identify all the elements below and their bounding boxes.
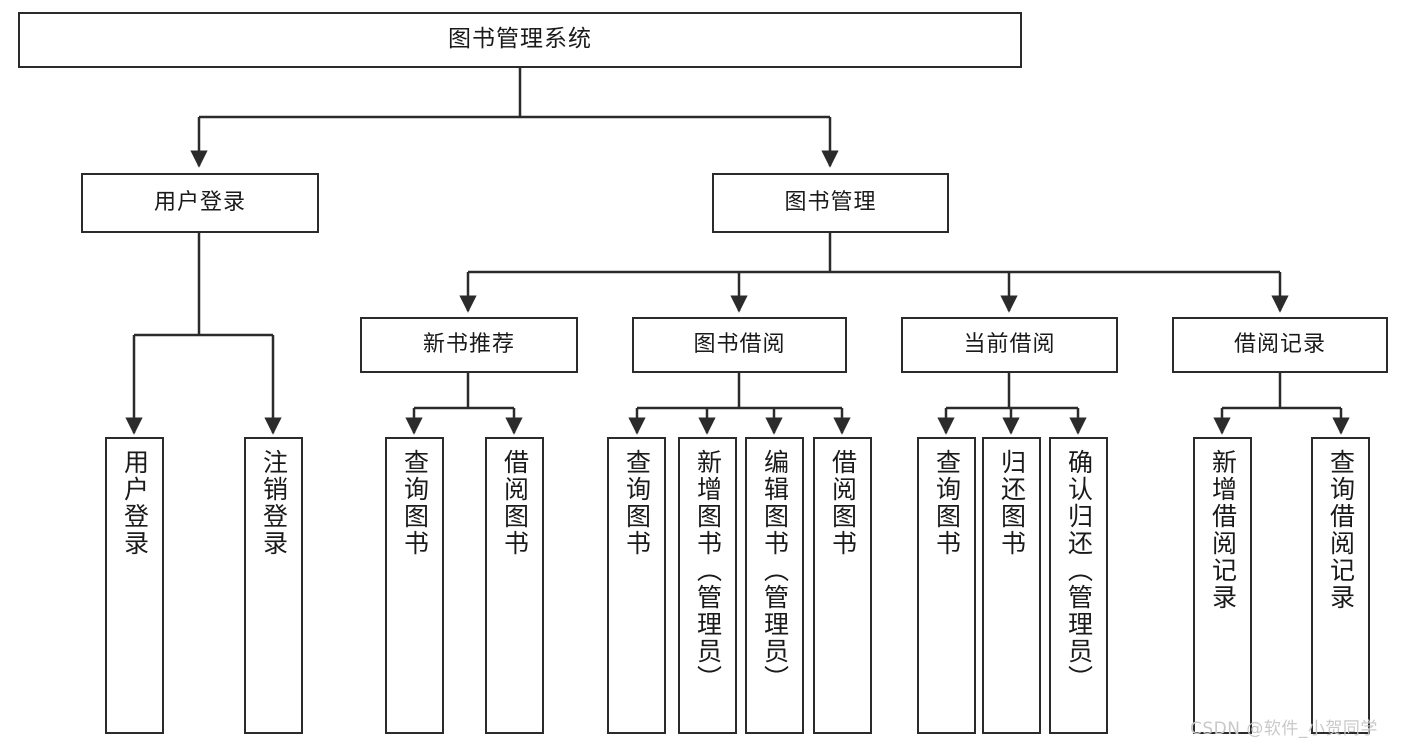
node-leaf-current-query[interactable]: 查询图书 [917, 437, 976, 734]
node-leaf-user-login-signout[interactable]: 注销登录 [244, 437, 303, 734]
node-leaf-records-add-label: 新增借阅记录 [1208, 449, 1238, 611]
node-leaf-user-login-signin[interactable]: 用户登录 [105, 437, 164, 734]
node-new-book-recommend-label: 新书推荐 [422, 331, 515, 357]
node-leaf-borrow-edit-book[interactable]: 编辑图书（管理员） [745, 437, 804, 734]
node-current-borrow[interactable]: 当前借阅 [901, 317, 1118, 373]
node-leaf-borrow-add-book-label: 新增图书（管理员） [693, 449, 723, 692]
node-book-management[interactable]: 图书管理 [712, 173, 949, 233]
node-user-login[interactable]: 用户登录 [81, 173, 319, 233]
node-leaf-current-query-label: 查询图书 [932, 449, 962, 557]
node-leaf-borrow-query-label: 查询图书 [622, 449, 652, 557]
node-root-system[interactable]: 图书管理系统 [18, 12, 1022, 68]
node-book-borrow-label: 图书借阅 [693, 331, 786, 357]
node-leaf-current-confirm-return-label: 确认归还（管理员） [1064, 449, 1094, 692]
node-leaf-current-return[interactable]: 归还图书 [982, 437, 1041, 734]
node-leaf-new-book-query[interactable]: 查询图书 [385, 437, 444, 734]
node-leaf-current-return-label: 归还图书 [997, 449, 1027, 557]
node-leaf-borrow-edit-book-label: 编辑图书（管理员） [760, 449, 790, 692]
node-root-system-label: 图书管理系统 [448, 26, 592, 53]
watermark-text: CSDN @软件_小贺同学 [1190, 719, 1378, 739]
node-new-book-recommend[interactable]: 新书推荐 [360, 317, 578, 373]
node-leaf-new-book-query-label: 查询图书 [400, 449, 430, 557]
node-leaf-borrow-add-book[interactable]: 新增图书（管理员） [678, 437, 737, 734]
node-borrow-records-label: 借阅记录 [1233, 331, 1326, 357]
node-leaf-records-query-label: 查询借阅记录 [1326, 449, 1356, 611]
node-leaf-borrow-borrow-book[interactable]: 借阅图书 [813, 437, 872, 734]
node-leaf-current-confirm-return[interactable]: 确认归还（管理员） [1049, 437, 1108, 734]
node-leaf-user-login-signin-label: 用户登录 [120, 449, 150, 557]
node-book-management-label: 图书管理 [784, 189, 877, 215]
node-leaf-records-add[interactable]: 新增借阅记录 [1193, 437, 1252, 734]
node-leaf-records-query[interactable]: 查询借阅记录 [1311, 437, 1370, 734]
node-leaf-borrow-borrow-book-label: 借阅图书 [828, 449, 858, 557]
node-user-login-label: 用户登录 [153, 189, 246, 215]
node-current-borrow-label: 当前借阅 [963, 331, 1056, 357]
node-book-borrow[interactable]: 图书借阅 [632, 317, 847, 373]
node-leaf-user-login-signout-label: 注销登录 [259, 449, 289, 557]
node-leaf-borrow-query[interactable]: 查询图书 [607, 437, 666, 734]
node-leaf-new-book-borrow-label: 借阅图书 [500, 449, 530, 557]
node-leaf-new-book-borrow[interactable]: 借阅图书 [485, 437, 544, 734]
node-borrow-records[interactable]: 借阅记录 [1172, 317, 1388, 373]
